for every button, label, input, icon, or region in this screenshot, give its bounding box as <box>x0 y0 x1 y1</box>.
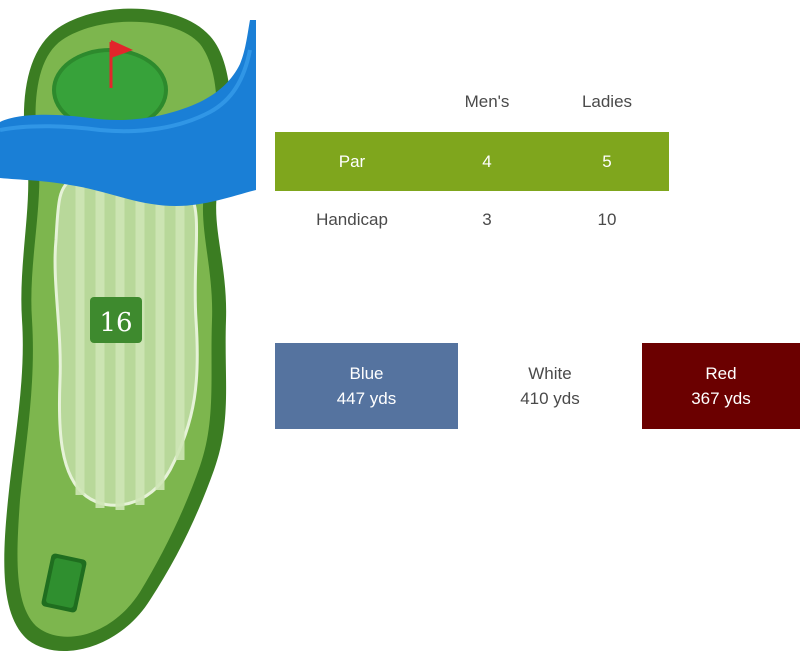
tee-red: Red 367 yds <box>642 343 800 429</box>
water-hazard-icon <box>0 20 256 206</box>
handicap-label: Handicap <box>316 210 388 229</box>
handicap-ladies: 10 <box>597 210 617 229</box>
tee-box-icon <box>41 553 87 613</box>
green-icon <box>52 48 168 132</box>
tee-white: White 410 yds <box>458 343 642 429</box>
flag-icon <box>109 40 133 88</box>
header-mens: Men's <box>464 92 510 111</box>
tee-red-name: Red <box>705 364 737 383</box>
par-mens: 4 <box>482 151 492 171</box>
tee-blue-name: Blue <box>349 364 384 383</box>
header-ladies: Ladies <box>581 92 633 111</box>
handicap-mens: 3 <box>482 210 492 229</box>
tee-white-distance: 410 yds <box>520 389 580 408</box>
hole-number: 16 <box>99 308 132 338</box>
tee-red-distance: 367 yds <box>691 389 751 408</box>
tee-blue-distance: 447 yds <box>336 389 397 408</box>
par-ladies: 5 <box>602 151 612 171</box>
par-label: Par <box>338 151 366 171</box>
tee-blue: Blue 447 yds <box>275 343 458 429</box>
par-row: Par 4 5 <box>275 132 669 191</box>
hole-number-badge: 16 <box>90 297 142 343</box>
hole-map: 16 <box>0 8 256 652</box>
tee-white-name: White <box>528 364 572 383</box>
